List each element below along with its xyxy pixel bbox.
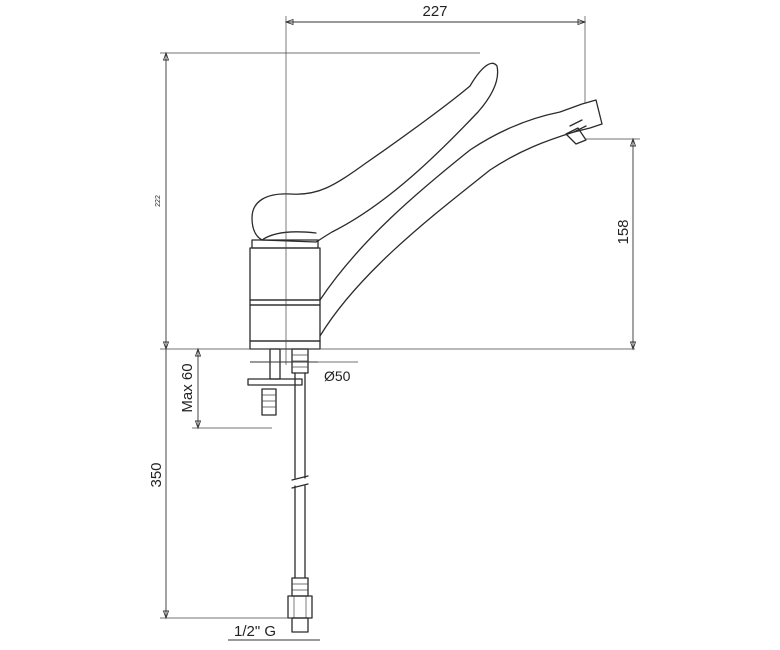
dimension-reach: 227 [284,3,587,104]
connection-nut [287,595,313,619]
dimension-deck-thickness: Max 60 [179,347,272,430]
ferrule-rings [292,583,308,591]
dim-label-deck-thickness: Max 60 [179,363,196,412]
washer-plate [247,378,303,386]
faucet-body [249,62,603,350]
dim-label-spout-height: 158 [615,219,632,244]
body-ring [249,299,321,306]
dimension-base-diameter: Ø50 [250,361,358,384]
mounting-assembly [247,348,309,416]
dimension-height: 222 [155,51,480,351]
lever-handle [251,62,499,243]
dimension-hose-length: 350 [148,349,292,620]
dim-label-reach: 227 [422,3,447,20]
dim-label-hose-length: 350 [148,462,165,487]
body-lower [249,304,321,342]
dim-label-height: 222 [155,195,162,207]
dim-label-base-diameter: Ø50 [324,368,351,384]
nut-thread [262,394,276,408]
hose-fitting-thread [292,354,308,368]
mounting-stud [269,348,281,380]
connection-thread [291,617,309,633]
mounting-nut [261,388,277,416]
flexible-hose [287,372,313,633]
body-base [249,340,321,350]
cartridge-body [249,247,321,301]
hose-ferrule [291,577,309,597]
dimension-thread: 1/2" G [228,623,320,641]
lever-handle-edge [261,231,317,241]
spout [319,99,603,337]
dimension-spout-height: 158 [585,137,640,351]
aerator [565,127,587,145]
connection-nut-facets [293,596,307,618]
aerator-thread [569,119,587,133]
dim-label-thread: 1/2" G [234,623,276,640]
